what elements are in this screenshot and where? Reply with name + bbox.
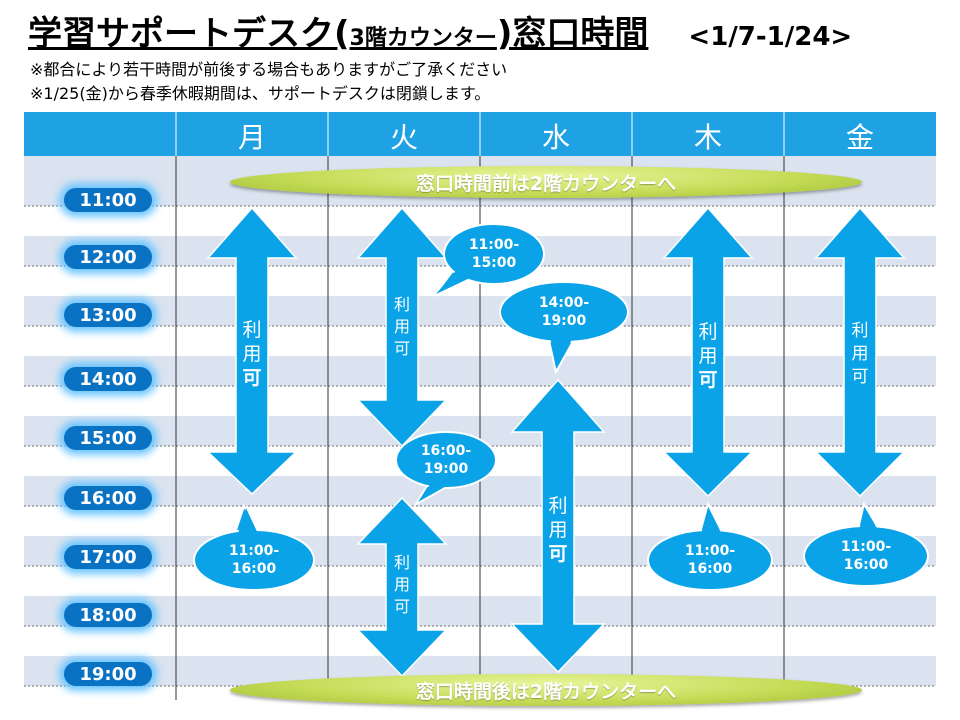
banner-before-hours: 窓口時間前は2階カウンターへ [230,166,862,198]
day-header-wed: 水 [541,121,570,154]
time-label-1300: 13:00 [64,303,152,327]
header-column-lines [175,112,785,156]
tue-am-time-bubble [433,223,545,297]
tue-am-available-label: 利用可 [393,295,410,358]
day-header-fri: 金 [845,121,874,154]
day-header-thu: 木 [693,121,722,154]
note-1: ※都合により若干時間が前後する場合もありますがご了承ください [30,60,508,79]
time-label-1400: 14:00 [64,367,152,391]
tue-pm-time-text: 16:00-19:00 [420,443,472,477]
mon-time-bubble [193,503,315,591]
title-floor: 3階カウンター [349,26,497,51]
title-main-end: )窓口時間 [496,14,649,54]
wed-available-label: 利用可 [548,495,568,565]
fri-time-bubble [803,501,929,587]
mon-available-label: 利用可 [242,319,262,389]
thu-time-text: 11:00-16:00 [684,543,736,577]
fri-arrow [814,206,906,498]
thu-arrow [662,206,754,498]
mon-time-text: 11:00-16:00 [228,543,280,577]
title-main: 学習サポートデスク( [28,14,350,54]
time-label-1800: 18:00 [64,603,152,627]
wed-time-text: 14:00-19:00 [538,295,590,329]
thu-available-label: 利用可 [698,321,718,391]
fri-time-text: 11:00-16:00 [840,539,892,573]
column-lines [175,112,785,700]
time-label-1600: 16:00 [64,486,152,510]
thu-time-bubble [647,501,773,591]
time-label-1900: 19:00 [64,662,152,686]
tue-pm-available-label: 利用可 [393,553,410,616]
time-label-1700: 17:00 [64,545,152,569]
tue-pm-time-bubble [395,431,497,507]
day-header-mon: 月 [237,121,266,154]
title-date-range: <1/7-1/24> [688,22,853,52]
note-2: ※1/25(金)から春季休暇期間は、サポートデスクは閉鎖します。 [30,84,491,103]
tue-am-time-text: 11:00-15:00 [468,237,520,271]
time-label-1100: 11:00 [64,188,152,212]
time-label-1200: 12:00 [64,245,152,269]
day-header-tue: 火 [389,121,418,154]
page-title: 学習サポートデスク(3階カウンター)窓口時間 <1/7-1/24> [28,6,852,55]
banner-after-hours: 窓口時間後は2階カウンターへ [230,674,862,706]
time-label-1500: 15:00 [64,426,152,450]
mon-arrow [206,206,298,496]
wed-time-bubble [499,281,629,375]
wed-arrow [510,378,606,674]
fri-available-label: 利用可 [851,321,869,387]
